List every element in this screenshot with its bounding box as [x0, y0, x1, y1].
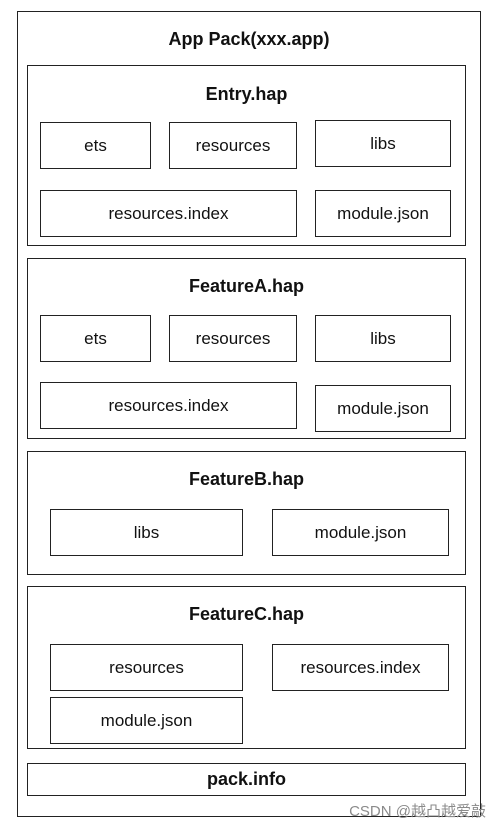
- feature-b-hap-module: FeatureB.hap libs module.json: [27, 451, 466, 575]
- entry-hap-module: Entry.hap ets resources libs resources.i…: [27, 65, 466, 246]
- feature-c-hap-title: FeatureC.hap: [188, 604, 305, 624]
- feature-b-module-json: module.json: [272, 509, 449, 556]
- feature-a-module-json: module.json: [315, 385, 451, 432]
- feature-a-resources: resources: [169, 315, 297, 362]
- feature-b-hap-title: FeatureB.hap: [188, 469, 305, 489]
- feature-c-resources: resources: [50, 644, 243, 691]
- app-pack-title: App Pack(xxx.app): [168, 29, 330, 49]
- entry-hap-title: Entry.hap: [205, 84, 288, 104]
- feature-a-hap-module: FeatureA.hap ets resources libs resource…: [27, 258, 466, 439]
- entry-libs: libs: [315, 120, 451, 167]
- feature-c-resources-index: resources.index: [272, 644, 449, 691]
- entry-ets: ets: [40, 122, 151, 169]
- entry-resources: resources: [169, 122, 297, 169]
- pack-info-label: pack.info: [206, 769, 286, 789]
- feature-a-hap-title: FeatureA.hap: [188, 276, 305, 296]
- feature-c-module-json: module.json: [50, 697, 243, 744]
- pack-info: pack.info: [27, 763, 466, 796]
- csdn-watermark: CSDN @越凸越爱敲: [349, 803, 486, 820]
- feature-c-hap-module: FeatureC.hap resources resources.index m…: [27, 586, 466, 749]
- feature-a-libs: libs: [315, 315, 451, 362]
- feature-a-resources-index: resources.index: [40, 382, 297, 429]
- entry-resources-index: resources.index: [40, 190, 297, 237]
- feature-a-ets: ets: [40, 315, 151, 362]
- entry-module-json: module.json: [315, 190, 451, 237]
- feature-b-libs: libs: [50, 509, 243, 556]
